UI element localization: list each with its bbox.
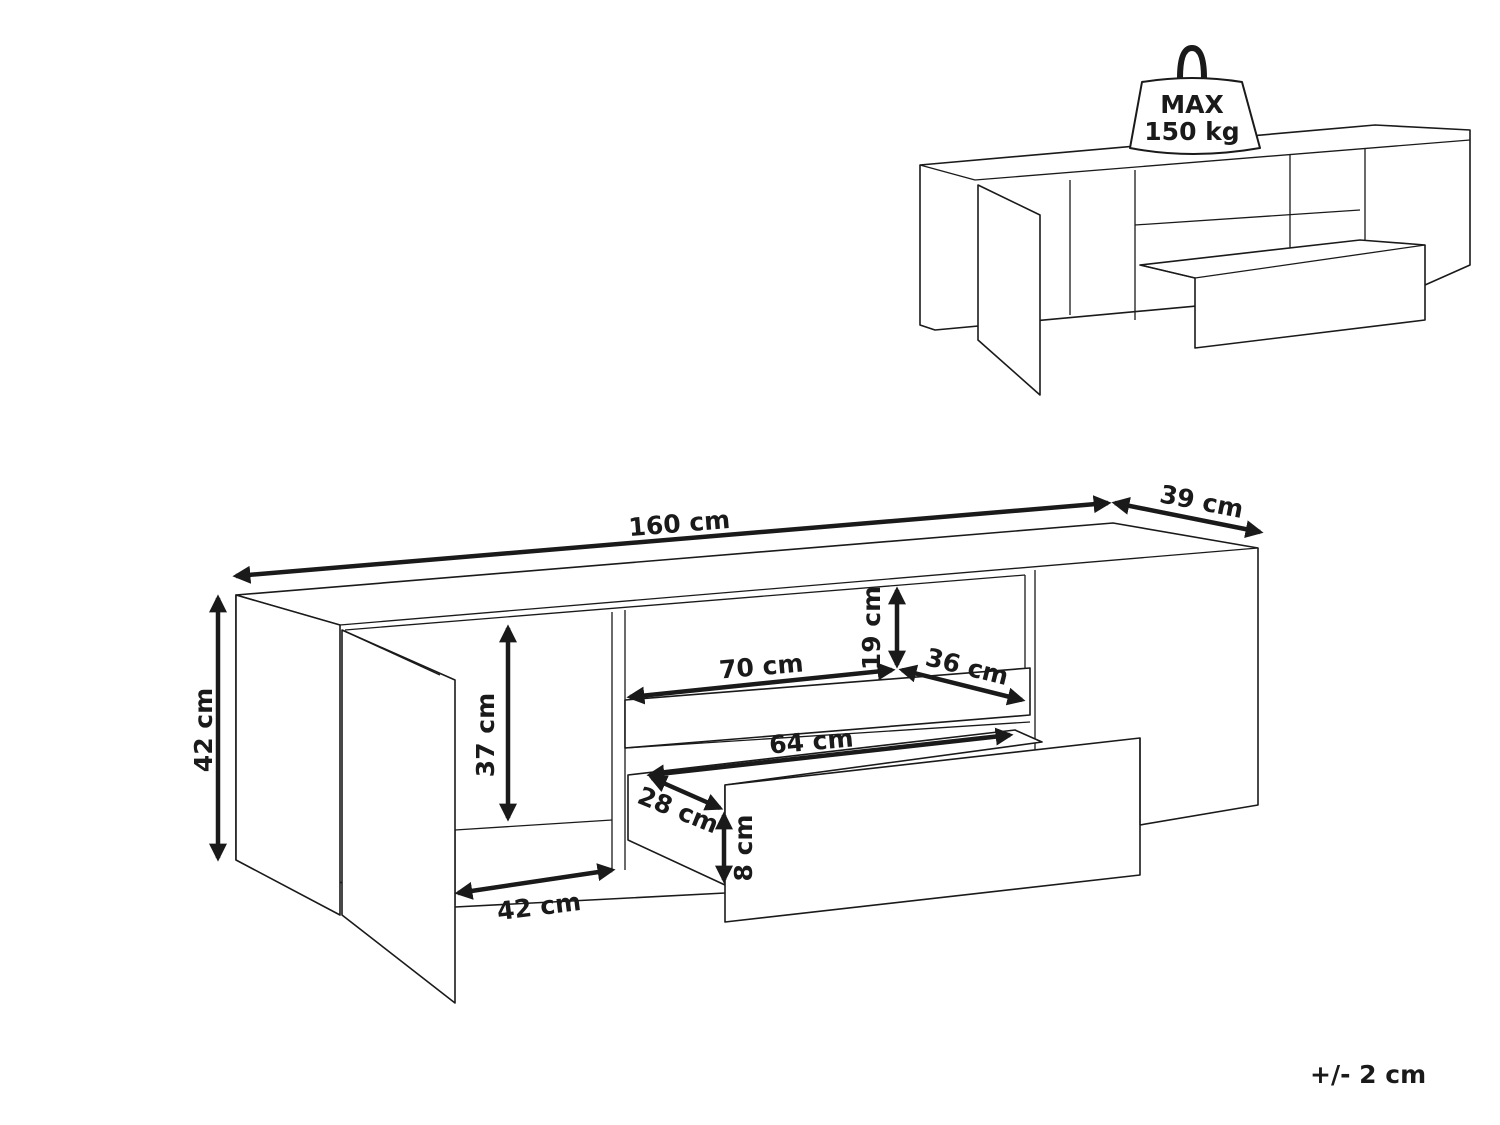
tolerance-note: +/- 2 cm bbox=[1310, 1060, 1427, 1089]
height-label: 42 cm bbox=[189, 688, 218, 772]
drawer-height-label: 8 cm bbox=[729, 815, 758, 882]
thumbnail-door bbox=[977, 184, 1041, 396]
inner-height-label: 37 cm bbox=[471, 693, 500, 777]
max-label: MAX bbox=[1160, 90, 1224, 119]
depth-label: 39 cm bbox=[1157, 479, 1245, 524]
thumbnail-view bbox=[919, 124, 1471, 396]
max-load-weight-icon: MAX 150 kg bbox=[1129, 45, 1261, 155]
dimension-lines bbox=[209, 495, 1264, 900]
shelf-height-label: 19 cm bbox=[857, 586, 886, 670]
open-door bbox=[341, 629, 456, 1004]
weight-label: 150 kg bbox=[1144, 117, 1239, 146]
